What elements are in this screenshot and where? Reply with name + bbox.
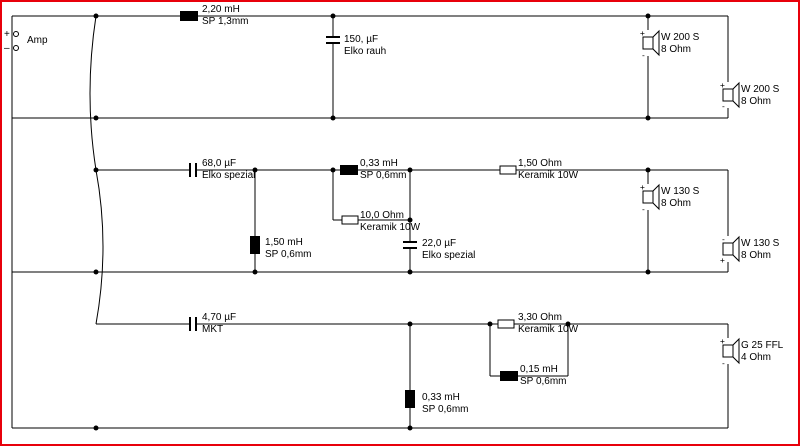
amp-plus-sign: + — [4, 29, 10, 40]
resistor-r3 — [497, 319, 515, 329]
speaker-impedance: 8 Ohm — [741, 96, 771, 107]
speaker-impedance: 4 Ohm — [741, 352, 771, 363]
speaker-w130-b-symbol — [722, 235, 740, 263]
speaker-impedance: 8 Ohm — [741, 250, 771, 261]
junction-dot — [252, 167, 258, 173]
junction-dot — [645, 115, 651, 121]
speakers: + - + - + - - + + - W 200 S 8 Ohm W 200 … — [640, 29, 784, 368]
junction-dot — [93, 269, 99, 275]
junction-dot — [565, 321, 571, 327]
polarity-minus: - — [641, 205, 646, 214]
junction-dot — [330, 167, 336, 173]
r2-value: 1,50 Ohm — [518, 158, 562, 169]
amp-plus-terminal — [13, 31, 19, 37]
amp-minus-terminal — [13, 45, 19, 51]
junction-dot — [252, 269, 258, 275]
polarity-plus: + — [720, 256, 725, 265]
wires — [11, 15, 729, 429]
speaker-name: G 25 FFL — [741, 340, 784, 351]
r3-type: Keramik 10W — [518, 324, 579, 335]
polarity-minus: - — [721, 102, 726, 111]
speaker-impedance: 8 Ohm — [661, 198, 691, 209]
inductor-l2 — [250, 236, 260, 254]
polarity-minus: - — [721, 235, 726, 244]
resistors — [341, 165, 517, 329]
c4-type: MKT — [202, 324, 223, 335]
speaker-name: W 130 S — [661, 186, 700, 197]
r2-type: Keramik 10W — [518, 170, 579, 181]
junction-dot — [93, 115, 99, 121]
capacitors — [189, 36, 417, 331]
junction-dot — [407, 269, 413, 275]
junction-dot — [645, 13, 651, 19]
capacitor-c1 — [326, 36, 340, 44]
junctions — [93, 13, 651, 431]
l3-value: 0,33 mH — [360, 158, 398, 169]
junction-dot — [93, 13, 99, 19]
polarity-plus: + — [640, 29, 645, 38]
component-labels: 2,20 mH SP 1,3mm 150, µF Elko rauh 68,0 … — [202, 4, 579, 415]
l5-type: SP 0,6mm — [520, 376, 567, 387]
c2-type: Elko spezial — [202, 170, 255, 181]
junction-dot — [330, 13, 336, 19]
junction-dot — [93, 167, 99, 173]
amp-label: Amp — [27, 35, 48, 46]
c3-value: 22,0 µF — [422, 238, 456, 249]
inductor-l3 — [340, 165, 358, 175]
junction-dot — [93, 425, 99, 431]
capacitor-c3 — [403, 241, 417, 249]
junction-dot — [407, 425, 413, 431]
speaker-w200-a-symbol — [642, 29, 660, 57]
capacitor-c4 — [189, 317, 197, 331]
polarity-plus: + — [720, 337, 725, 346]
r3-value: 3,30 Ohm — [518, 312, 562, 323]
junction-dot — [645, 269, 651, 275]
speaker-g25-symbol — [722, 337, 740, 365]
polarity-minus: - — [721, 359, 726, 368]
l4-type: SP 0,6mm — [422, 404, 469, 415]
c3-type: Elko spezial — [422, 250, 475, 261]
inductor-l4 — [405, 390, 415, 408]
speaker-impedance: 8 Ohm — [661, 44, 691, 55]
junction-dot — [407, 217, 413, 223]
junction-dot — [487, 321, 493, 327]
l1-value: 2,20 mH — [202, 4, 240, 15]
junction-dot — [330, 115, 336, 121]
junction-dot — [407, 321, 413, 327]
speaker-name: W 200 S — [661, 32, 700, 43]
inductor-l5 — [500, 371, 518, 381]
speaker-w200-b-symbol — [722, 81, 740, 109]
c2-value: 68,0 µF — [202, 158, 236, 169]
l5-value: 0,15 mH — [520, 364, 558, 375]
c1-type: Elko rauh — [344, 46, 386, 57]
l1-type: SP 1,3mm — [202, 16, 249, 27]
resistor-r2 — [499, 165, 517, 175]
amp-terminals: + – Amp — [4, 29, 48, 54]
c1-value: 150, µF — [344, 34, 378, 45]
resistor-r1 — [341, 215, 359, 225]
polarity-plus: + — [640, 183, 645, 192]
r1-value: 10,0 Ohm — [360, 210, 404, 221]
l2-value: 1,50 mH — [265, 237, 303, 248]
amp-minus-sign: – — [4, 43, 10, 54]
junction-dot — [407, 167, 413, 173]
polarity-plus: + — [720, 81, 725, 90]
inductors — [180, 11, 518, 408]
junction-dot — [645, 167, 651, 173]
l4-value: 0,33 mH — [422, 392, 460, 403]
speaker-name: W 200 S — [741, 84, 780, 95]
inductor-l1 — [180, 11, 198, 21]
l3-type: SP 0,6mm — [360, 170, 407, 181]
l2-type: SP 0,6mm — [265, 249, 312, 260]
polarity-minus: - — [641, 51, 646, 60]
r1-type: Keramik 10W — [360, 222, 421, 233]
c4-value: 4,70 µF — [202, 312, 236, 323]
speaker-name: W 130 S — [741, 238, 780, 249]
speaker-w130-a-symbol — [642, 183, 660, 211]
capacitor-c2 — [189, 163, 197, 177]
